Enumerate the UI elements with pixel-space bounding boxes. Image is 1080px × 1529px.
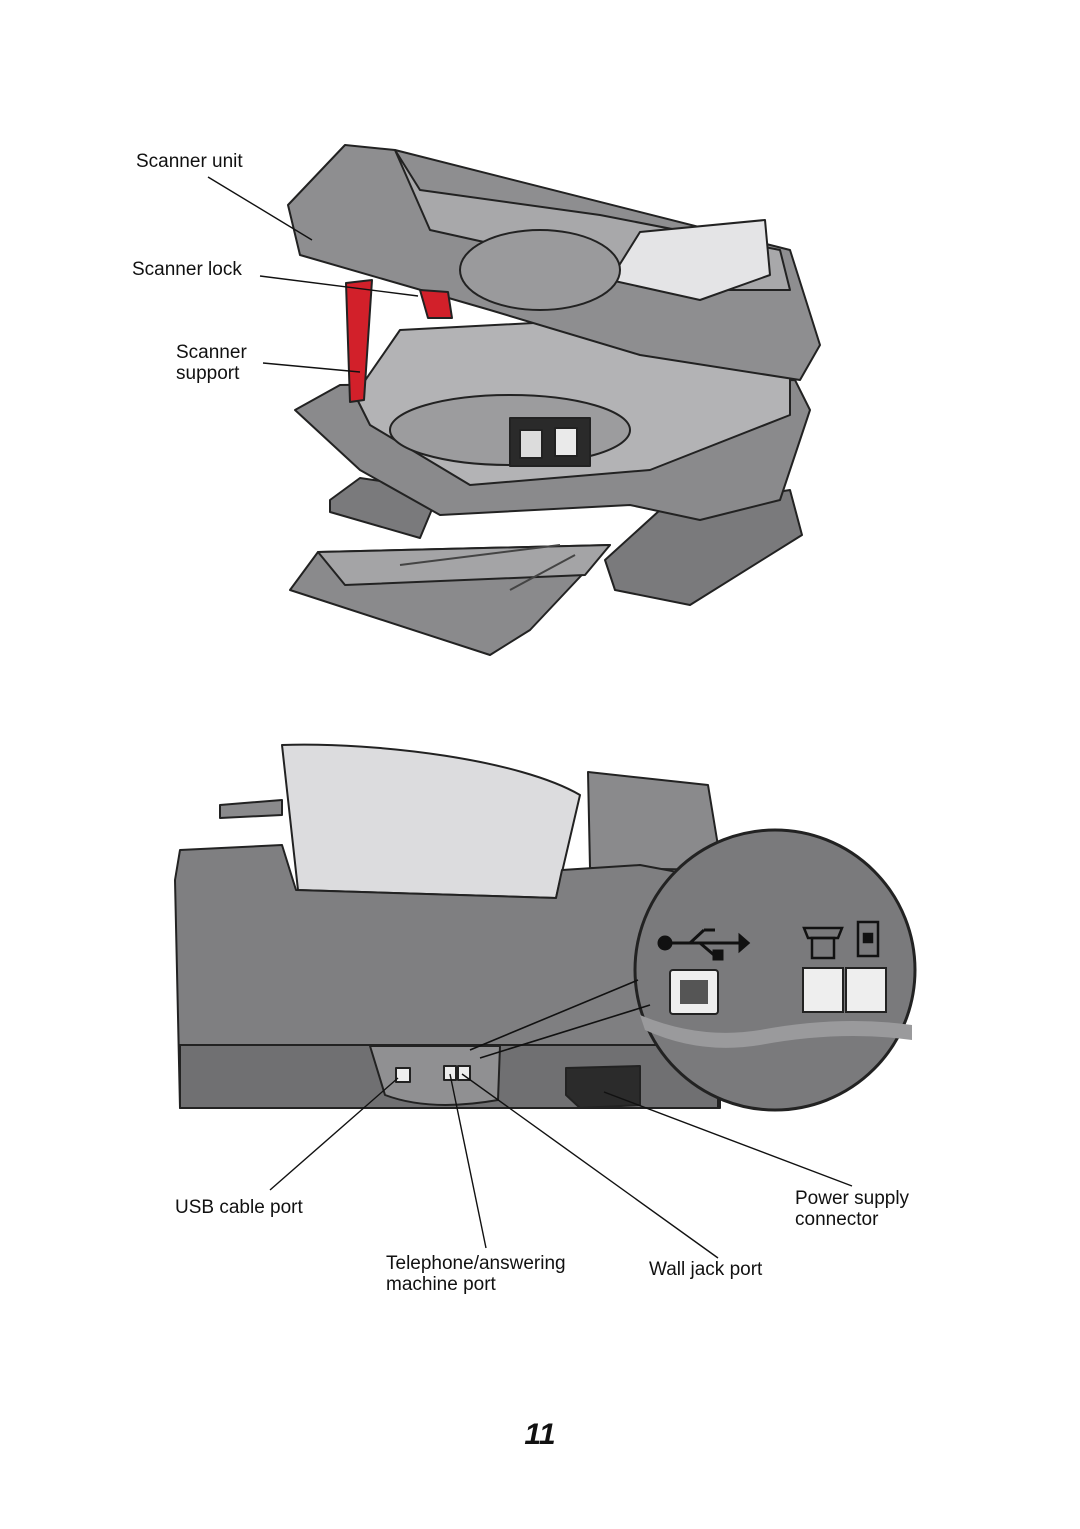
usb-icon (657, 928, 751, 961)
printer-open-drawing (287, 144, 821, 656)
scanner-support-label-line2: support (176, 363, 240, 384)
port-zoom-inset (633, 828, 917, 1112)
telephone-port-label-line1: Telephone/answering (386, 1253, 566, 1274)
telephone-port-label-line2: machine port (386, 1274, 496, 1295)
top-leader-lines (207, 176, 419, 373)
zoom-phone-port (802, 967, 844, 1013)
scanner-lock-label: Scanner lock (132, 259, 242, 280)
wall-jack-icon (856, 920, 880, 958)
printer-rear-drawing (174, 743, 723, 1109)
scanner-lock (419, 289, 453, 319)
inset-pointer-lines (469, 979, 651, 1059)
scanner-unit-label: Scanner unit (136, 151, 243, 172)
zoom-wall-jack-port (845, 967, 887, 1013)
wall-jack-port-label: Wall jack port (649, 1259, 763, 1280)
wall-jack-port (457, 1065, 471, 1081)
usb-cable-port (395, 1067, 411, 1083)
usb-cable-port-label: USB cable port (175, 1197, 303, 1218)
telephone-answering-machine-port (443, 1065, 457, 1081)
page-number: 11 (524, 1418, 556, 1451)
bottom-leader-lines (269, 1073, 853, 1259)
power-supply-label-line2: connector (795, 1209, 879, 1230)
telephone-icon (802, 926, 844, 960)
power-supply-label-line1: Power supply (795, 1188, 910, 1209)
paper-support (281, 743, 581, 899)
power-supply-connector (565, 1065, 641, 1109)
scanner-support-label-line1: Scanner (176, 342, 247, 363)
port-recess (369, 1045, 501, 1106)
